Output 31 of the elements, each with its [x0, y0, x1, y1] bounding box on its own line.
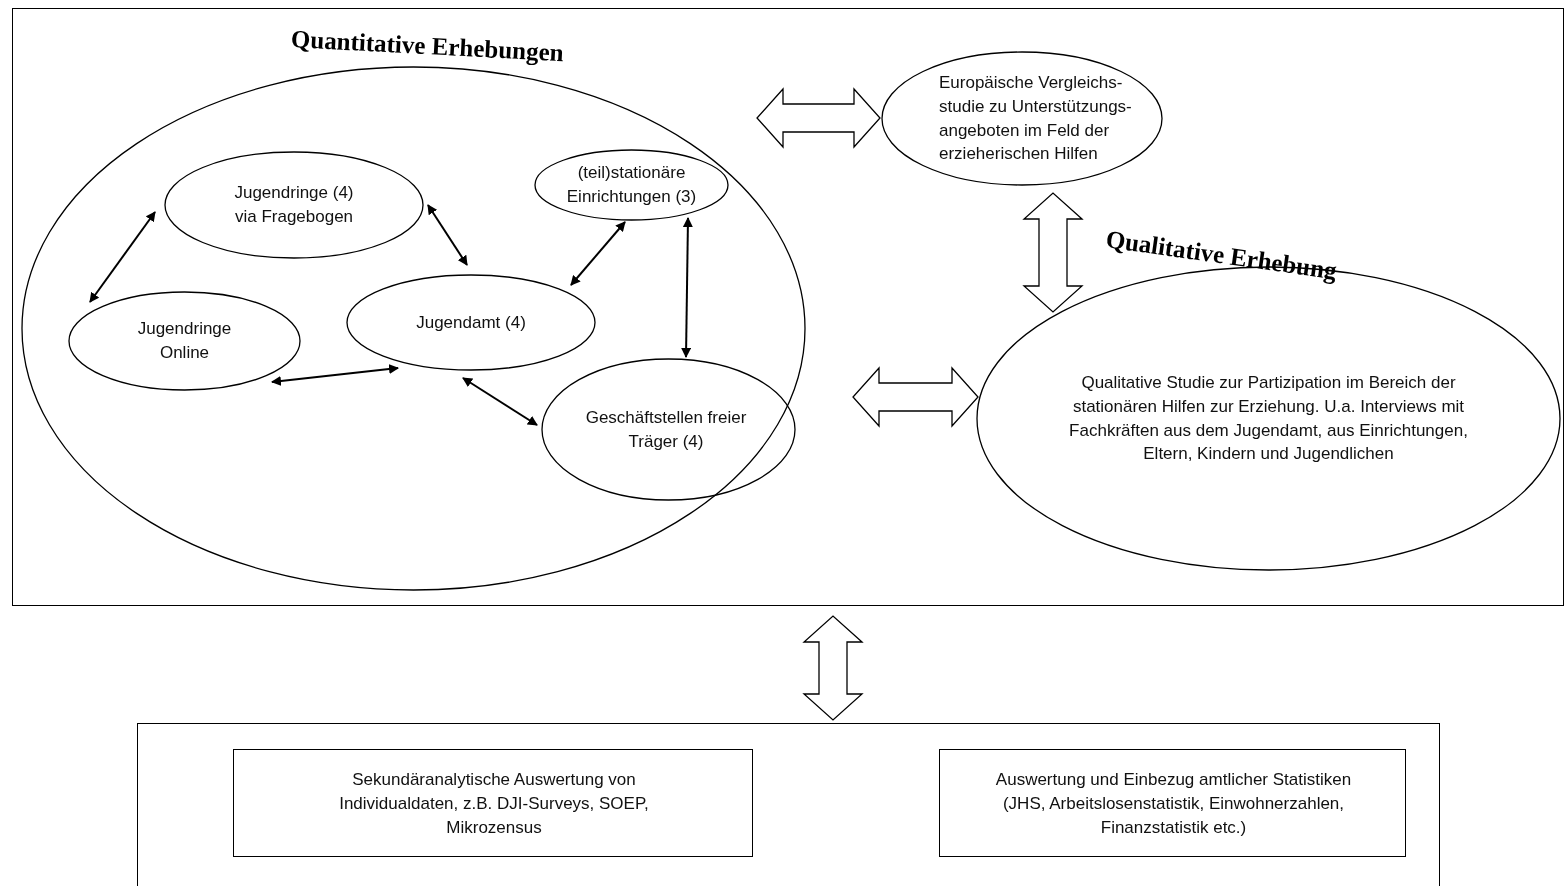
- frame-box: [12, 8, 1564, 606]
- node-text: Geschäftstellen freier Träger (4): [584, 406, 748, 453]
- node-text: Qualitative Studie zur Partizipation im Bereich der stationären Hilfen zur Erziehung. U.a. Interviews mit Fachkräften aus dem Jugendamt, aus Einrichtungen, Eltern, Kindern und Jugendlichen: [1068, 371, 1469, 466]
- ellipse-node: [541, 358, 796, 501]
- node-text: (teil)stationäre Einrichtungen (3): [565, 162, 698, 208]
- block-arrow: [852, 366, 979, 428]
- ellipse-node: [164, 151, 424, 259]
- section-heading: Qualitative Erhebung: [1104, 225, 1339, 286]
- block-arrow: [1022, 192, 1084, 313]
- arrow: [681, 217, 693, 358]
- block-arrow: [802, 615, 864, 721]
- ellipse-node: [534, 149, 729, 221]
- arrow: [271, 364, 399, 386]
- node-text: Jugendringe Online: [136, 318, 233, 364]
- node-text: Jugendringe (4) via Fragebogen: [233, 182, 355, 228]
- arrow: [89, 211, 156, 303]
- section-heading: Quantitative Erhebungen: [290, 25, 565, 68]
- node-text: Jugendamt (4): [416, 311, 526, 334]
- node-text: Auswertung und Einbezug amtlicher Statistiken (JHS, Arbeitslosenstatistik, Einwohnerzahlen, Finanzstatistik etc.): [994, 769, 1353, 839]
- text-box: [939, 749, 1406, 857]
- arrow: [462, 377, 538, 426]
- node-text: Sekundäranalytische Auswertung von Individualdaten, z.B. DJI-Surveys, SOEP, Mikrozensus: [338, 769, 650, 839]
- block-arrow: [756, 87, 881, 149]
- ellipse-node: [881, 51, 1163, 186]
- frame-box: [137, 723, 1440, 886]
- ellipse-node: [68, 291, 301, 391]
- node-text: Europäische Vergleichs- studie zu Unterstützungs- angeboten im Feld der erzieherischen Hilfen: [939, 71, 1133, 166]
- text-box: [233, 749, 753, 857]
- arrow: [427, 204, 468, 266]
- arrow: [570, 221, 626, 286]
- ellipse-node: [346, 274, 596, 371]
